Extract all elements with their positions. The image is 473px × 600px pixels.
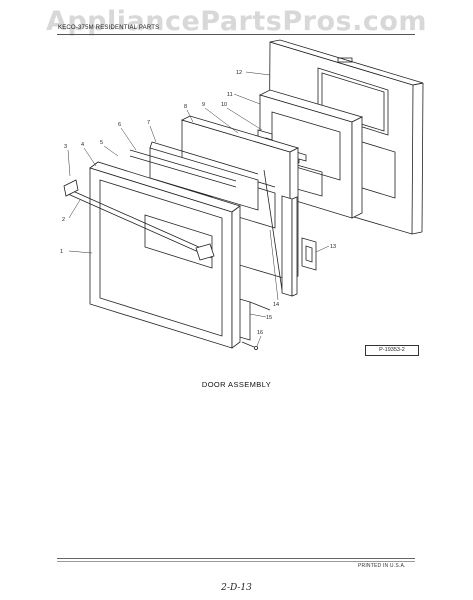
door-handle <box>63 179 215 261</box>
bottom-trim <box>235 297 271 341</box>
callout-11: 11 <box>227 92 233 98</box>
callout-14: 14 <box>273 302 279 308</box>
callout-16: 16 <box>257 330 263 336</box>
page-header: KECO-375M RESIDENTIAL PARTS <box>58 25 160 31</box>
watermark-logo: AppliancePartsPros.com <box>45 6 428 37</box>
callout-9: 9 <box>202 102 205 108</box>
footer-divider <box>57 558 415 559</box>
page-number: 2-D-13 <box>221 583 252 593</box>
printed-in-usa: PRINTED IN U.S.A. <box>358 563 406 569</box>
callout-6: 6 <box>118 122 121 128</box>
callout-3: 3 <box>64 144 67 150</box>
callout-4: 4 <box>81 142 84 148</box>
callout-12: 12 <box>236 70 242 76</box>
side-channel <box>263 169 298 297</box>
callout-5: 5 <box>100 140 103 146</box>
screw <box>241 341 258 350</box>
callout-2: 2 <box>62 217 65 223</box>
footer-divider-thin <box>57 561 415 562</box>
glass-retainer <box>129 149 237 188</box>
header-divider <box>57 34 415 35</box>
callout-1: 1 <box>60 249 63 255</box>
diagram-caption: DOOR ASSEMBLY <box>201 380 272 389</box>
leader-lines <box>67 71 330 347</box>
part-number-label: P-19353-2 <box>365 345 419 356</box>
callout-10: 10 <box>221 102 227 108</box>
callout-8: 8 <box>184 104 187 110</box>
callout-15: 15 <box>266 315 272 321</box>
callout-7: 7 <box>147 120 150 126</box>
outer-door-panel <box>89 161 241 349</box>
callout-13: 13 <box>330 244 336 250</box>
door-bracket <box>301 237 317 271</box>
